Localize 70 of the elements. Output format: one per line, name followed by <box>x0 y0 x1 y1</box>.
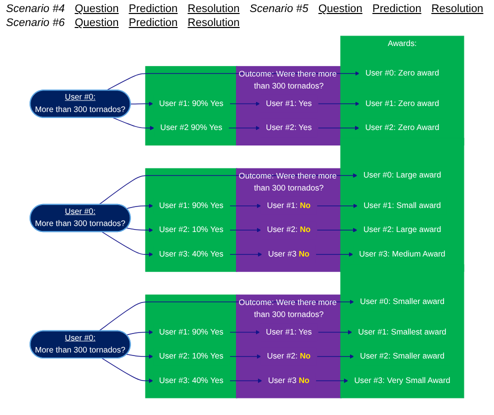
arrow <box>315 252 354 257</box>
node-text: User #0: Large award <box>363 171 442 180</box>
node-text: User #1: Yes <box>266 328 312 336</box>
arrow <box>126 204 154 209</box>
node-text: User #1: Zero award <box>365 99 440 108</box>
node-text: User #2: Large award <box>363 226 442 234</box>
column-label: Resolution <box>431 3 484 15</box>
arrow <box>112 117 154 130</box>
cluster <box>340 264 464 398</box>
arrow <box>126 330 154 336</box>
arrow <box>316 354 354 359</box>
node-text: User #0: Smaller award <box>360 297 444 306</box>
column-label: Prediction <box>128 3 178 15</box>
arrow <box>229 252 262 257</box>
node-text: User #2: 10% Yes <box>159 226 224 234</box>
arrow <box>315 378 348 383</box>
arrow <box>130 102 154 106</box>
node-text: User #3: Very Small Award <box>354 376 450 385</box>
node-text: User #1: 90% Yes <box>159 201 224 210</box>
node-text: User #2: No <box>267 352 311 361</box>
node-text: User #1: Small award <box>364 201 441 210</box>
arrow <box>316 204 358 208</box>
column-label: Prediction <box>128 17 178 29</box>
column-label: Question <box>74 17 119 29</box>
arrow <box>98 300 354 332</box>
arrow <box>102 358 154 383</box>
node-text: User #3: 40% Yes <box>159 376 224 385</box>
arrow <box>106 71 360 91</box>
column-label: Resolution <box>188 3 240 15</box>
arrow <box>317 102 360 106</box>
node-text: User #3 No <box>268 376 310 385</box>
node-text: User #1: No <box>267 201 311 210</box>
arrow <box>126 354 154 359</box>
arrow <box>228 126 260 130</box>
arrow <box>229 378 262 383</box>
node-text: User #3: Medium Award <box>359 250 446 258</box>
arrow <box>316 228 358 232</box>
node-text: User #2: Smaller award <box>360 352 444 361</box>
arrow <box>317 330 352 334</box>
arrow <box>102 232 154 257</box>
node-text: User #0: Zero award <box>365 68 440 78</box>
node-text: User #3: 40% Yes <box>159 250 224 258</box>
column-label: Question <box>318 3 362 15</box>
arrow <box>317 126 360 130</box>
node-text: User #1: 90% Yes <box>159 99 224 108</box>
arrow <box>229 204 262 208</box>
node-text: User #2: 10% Yes <box>159 352 224 361</box>
node-text: User #2: Yes <box>266 123 312 132</box>
scenario-heading: Scenario #5 <box>250 3 308 15</box>
arrow <box>229 330 260 334</box>
scenario-heading: Scenario #6 <box>6 17 65 29</box>
column-label: Prediction <box>372 3 422 15</box>
arrow <box>229 102 260 106</box>
node-text: User #2: No <box>267 226 311 234</box>
column-label: Question <box>74 3 119 15</box>
column-label: Resolution <box>188 17 240 29</box>
arrow <box>229 228 262 232</box>
node-text: User #2: Zero Award <box>365 123 440 132</box>
cluster <box>145 168 238 272</box>
node-text: User #2 90% Yes <box>160 123 222 132</box>
cluster <box>145 66 238 146</box>
scenario-heading: Scenario #4 <box>6 3 65 15</box>
node-text: User #1: 90% Yes <box>159 328 224 336</box>
node-text: User #1: Smallest award <box>358 328 446 336</box>
arrow <box>126 228 154 232</box>
node-text: User #1: Yes <box>266 99 312 108</box>
arrow <box>98 173 358 205</box>
node-text: User #3 No <box>268 250 310 258</box>
cluster <box>145 294 238 398</box>
arrow <box>229 354 262 359</box>
